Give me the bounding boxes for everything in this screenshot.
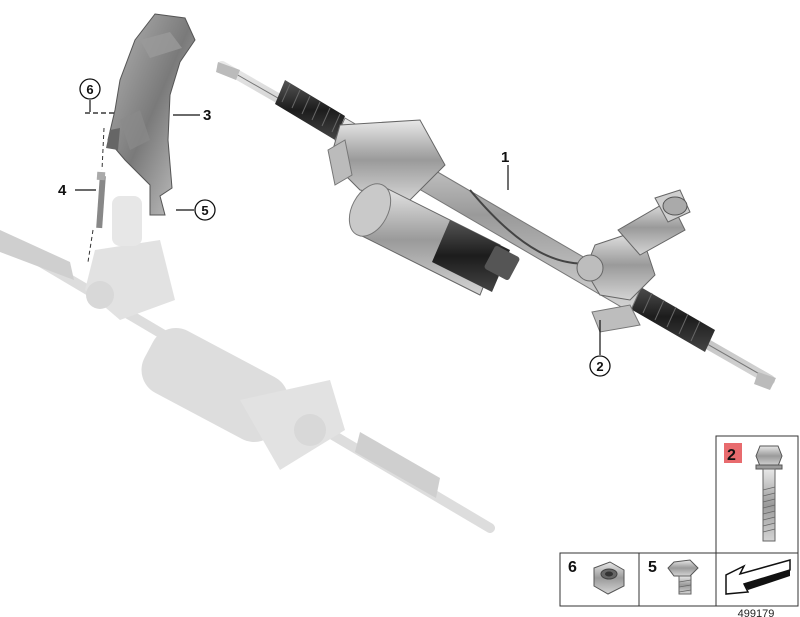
bolt-label-highlight — [724, 443, 742, 463]
svg-text:5: 5 — [201, 203, 208, 218]
inset-bolt-label: 2 — [727, 447, 736, 464]
svg-text:2: 2 — [596, 359, 603, 374]
callout-4: 4 — [58, 182, 67, 199]
inset-parts-panel: 2 6 5 — [559, 435, 799, 607]
callout-3: 3 — [203, 107, 211, 124]
direction-arrow-icon — [725, 559, 791, 595]
nut-icon — [593, 561, 625, 595]
ghost-steering-rack — [0, 196, 495, 533]
svg-text:6: 6 — [86, 82, 93, 97]
screw-icon — [667, 559, 699, 595]
inset-screw-label: 5 — [648, 559, 657, 576]
bolt-icon — [755, 445, 783, 542]
inset-nut-label: 6 — [568, 559, 577, 576]
stud-part-4 — [87, 127, 106, 263]
heat-shield-icon — [106, 13, 196, 216]
callout-1: 1 — [501, 149, 509, 166]
callout-2-circle: 2 — [589, 355, 611, 377]
diagram-id: 499179 — [738, 608, 775, 617]
callout-5-circle: 5 — [194, 199, 216, 221]
steering-rack-icon — [216, 61, 776, 390]
callout-6-circle: 6 — [79, 78, 101, 100]
leader-lines — [75, 100, 601, 355]
